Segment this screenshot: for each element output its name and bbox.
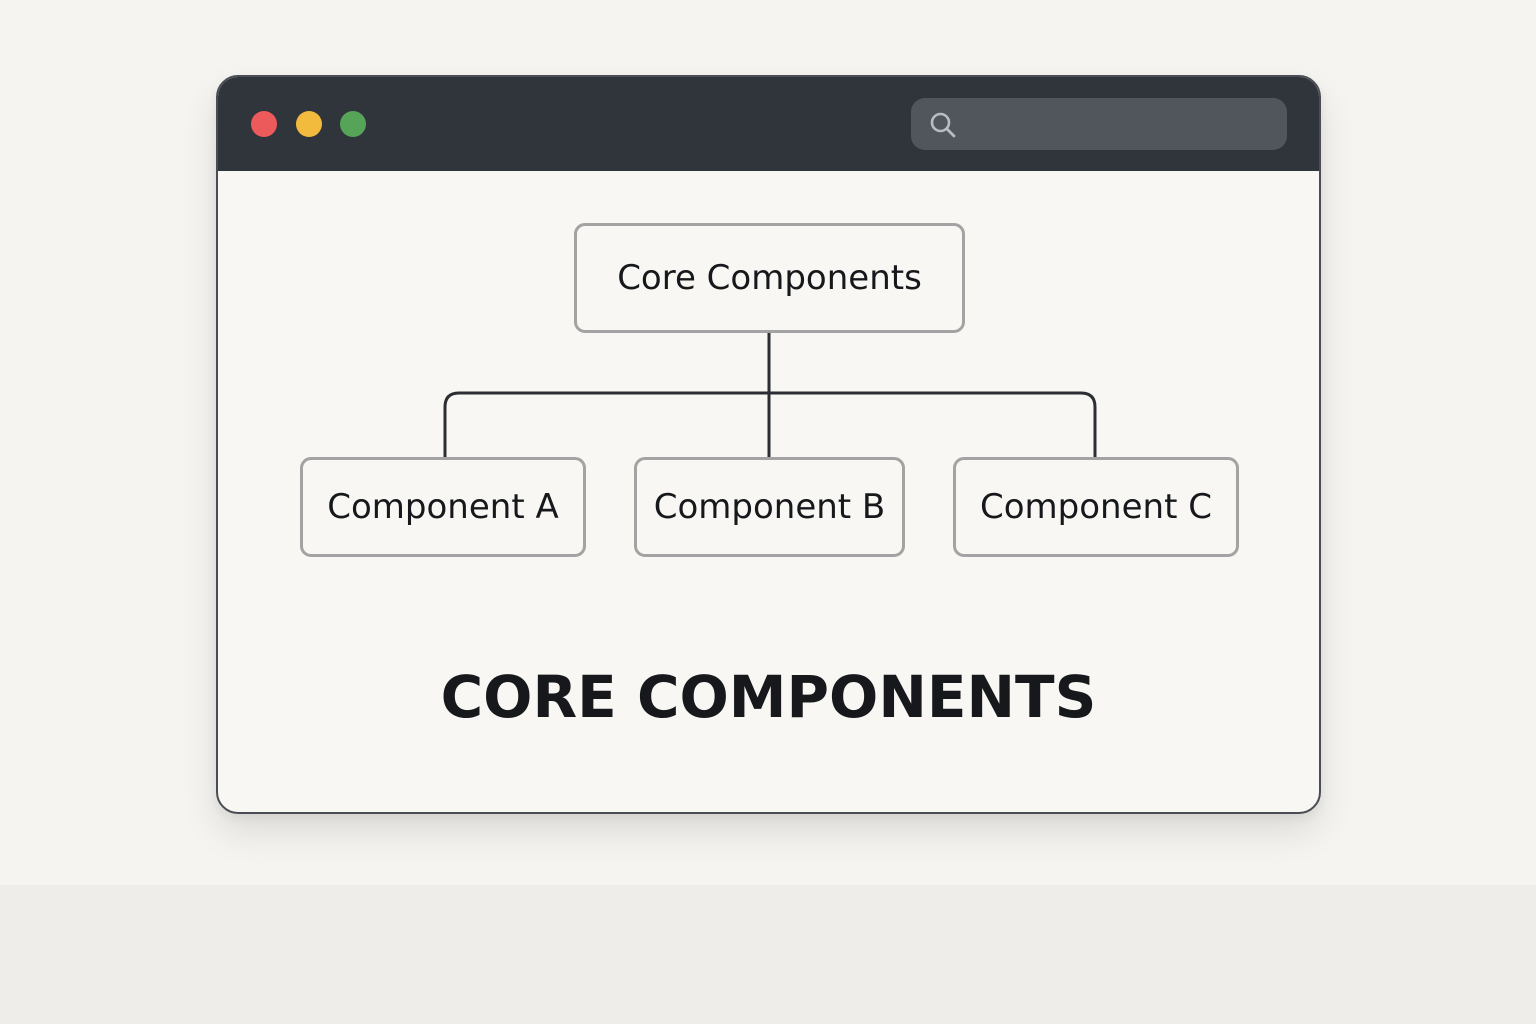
child-node-b: Component B — [634, 457, 905, 557]
child-node-c: Component C — [953, 457, 1239, 557]
hierarchy-connectors — [443, 333, 1097, 467]
connector-branch-bar — [443, 391, 1097, 457]
close-window-button[interactable] — [251, 111, 277, 137]
page-caption: CORE COMPONENTS — [440, 663, 1097, 731]
maximize-window-button[interactable] — [340, 111, 366, 137]
minimize-window-button[interactable] — [296, 111, 322, 137]
page-content: Core Components Component A Component B … — [218, 171, 1319, 812]
browser-window: Core Components Component A Component B … — [216, 75, 1321, 814]
floor-band — [0, 885, 1536, 1024]
title-bar — [218, 77, 1319, 171]
child-node-label: Component A — [327, 487, 559, 527]
root-node: Core Components — [574, 223, 965, 333]
child-node-a: Component A — [300, 457, 586, 557]
child-node-label: Component B — [653, 487, 886, 527]
child-node-label: Component C — [980, 487, 1212, 527]
search-input[interactable] — [967, 106, 1271, 144]
search-bar[interactable] — [911, 98, 1287, 150]
search-icon — [930, 112, 956, 138]
root-node-label: Core Components — [617, 258, 922, 298]
